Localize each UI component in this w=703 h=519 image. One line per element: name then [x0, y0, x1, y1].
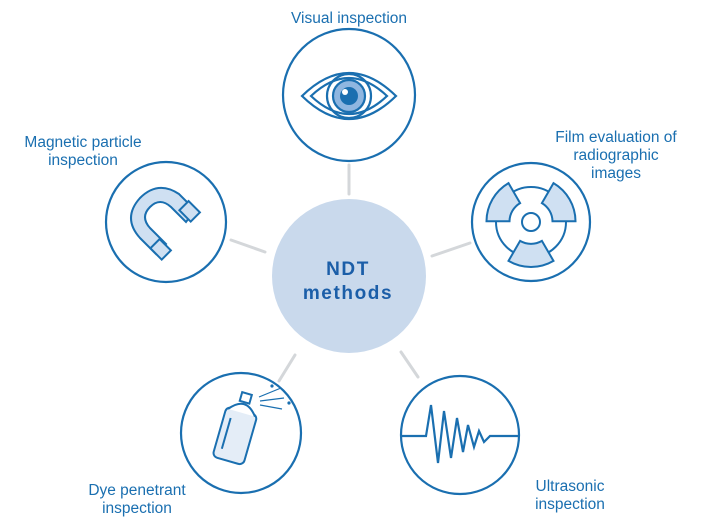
label-magnetic: Magnetic particle inspection	[8, 134, 158, 170]
center-circle	[272, 199, 426, 353]
label-ultrasonic-line1: Ultrasonic	[535, 478, 605, 495]
label-film-line1: Film evaluation of	[555, 129, 677, 146]
node-ultrasonic	[399, 374, 521, 496]
connector-film	[430, 241, 472, 258]
horseshoe-magnet-icon	[130, 187, 202, 262]
center-label-line1: NDT	[326, 259, 370, 280]
center-label-line2: methods	[302, 283, 394, 304]
label-ultrasonic: Ultrasonic inspection	[510, 478, 630, 514]
connector-magnetic	[229, 238, 267, 254]
label-film-line3: images	[591, 165, 641, 182]
label-ultrasonic-line2: inspection	[535, 496, 605, 513]
label-film: Film evaluation of radiographic images	[536, 129, 696, 183]
connector-ultrasonic	[399, 350, 420, 379]
label-dye-line1: Dye penetrant	[88, 482, 186, 499]
spray-can-icon	[212, 384, 291, 466]
node-visual	[281, 27, 417, 163]
center-label: NDT methods	[273, 258, 423, 306]
eye-icon	[300, 72, 398, 120]
label-visual: Visual inspection	[264, 10, 434, 28]
label-magnetic-line1: Magnetic particle	[24, 134, 142, 151]
label-dye: Dye penetrant inspection	[67, 482, 207, 518]
label-visual-line1: Visual inspection	[290, 10, 408, 27]
radiation-icon	[485, 181, 577, 268]
waveform-icon	[402, 404, 518, 464]
node-magnetic	[104, 160, 228, 284]
connector-dye	[277, 353, 297, 383]
node-film	[470, 161, 592, 283]
label-film-line2: radiographic	[573, 147, 659, 164]
connectors	[229, 163, 472, 383]
node-dye	[179, 371, 303, 495]
label-dye-line2: inspection	[102, 500, 172, 517]
label-magnetic-line2: inspection	[48, 152, 118, 169]
